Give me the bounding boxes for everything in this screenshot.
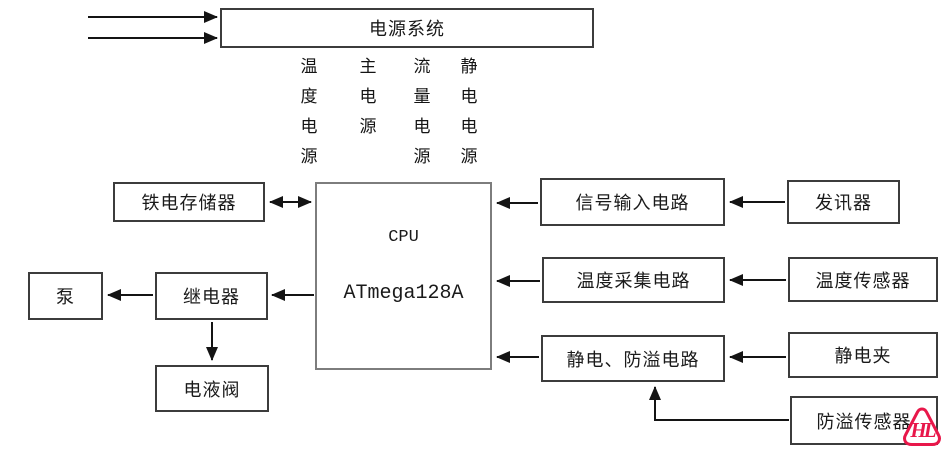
box-power-system-label: 电源系统 <box>369 19 445 39</box>
box-power-system: 电源系统 <box>220 8 594 48</box>
box-temp-sensor-label: 温度传感器 <box>815 270 911 291</box>
power-output-label-main: 主电源 <box>359 57 377 136</box>
cpu-label: CPU <box>388 228 419 247</box>
box-pump-label: 泵 <box>56 287 75 307</box>
box-ferroelectric-memory-label: 铁电存储器 <box>141 193 237 213</box>
box-pump: 泵 <box>28 272 103 320</box>
box-hydraulic-valve: 电液阀 <box>155 365 269 412</box>
cpu-model-label: ATmega128A <box>343 282 464 305</box>
power-output-label-temperature: 温度电源 <box>300 57 318 166</box>
arrow-overflowsensor-to-staticovf <box>649 386 789 421</box>
box-static-clamp-label: 静电夹 <box>834 346 892 366</box>
box-overflow-sensor-label: 防溢传感器 <box>816 411 912 432</box>
box-transmitter-label: 发讯器 <box>815 193 872 213</box>
box-cpu: CPU ATmega128A <box>315 182 492 370</box>
box-temp-acquisition-circuit-label: 温度采集电路 <box>576 271 691 291</box>
box-temp-acquisition-circuit: 温度采集电路 <box>542 257 725 303</box>
box-signal-input-circuit-label: 信号输入电路 <box>575 193 690 213</box>
hl-triangle-logo-icon: HL <box>903 407 941 446</box>
box-temp-sensor: 温度传感器 <box>788 257 938 302</box>
box-static-overflow-circuit-label: 静电、防溢电路 <box>566 349 700 370</box>
box-relay: 继电器 <box>155 272 268 320</box>
power-output-label-flow: 流量电源 <box>413 57 431 166</box>
box-relay-label: 继电器 <box>183 287 240 307</box>
box-ferroelectric-memory: 铁电存储器 <box>113 182 265 222</box>
box-signal-input-circuit: 信号输入电路 <box>540 178 725 226</box>
box-static-overflow-circuit: 静电、防溢电路 <box>541 335 725 382</box>
box-static-clamp: 静电夹 <box>788 332 938 378</box>
power-output-label-static: 静电电源 <box>460 57 478 166</box>
hl-logo-text: HL <box>909 418 935 442</box>
box-hydraulic-valve-label: 电液阀 <box>183 379 241 400</box>
box-transmitter: 发讯器 <box>787 180 900 224</box>
